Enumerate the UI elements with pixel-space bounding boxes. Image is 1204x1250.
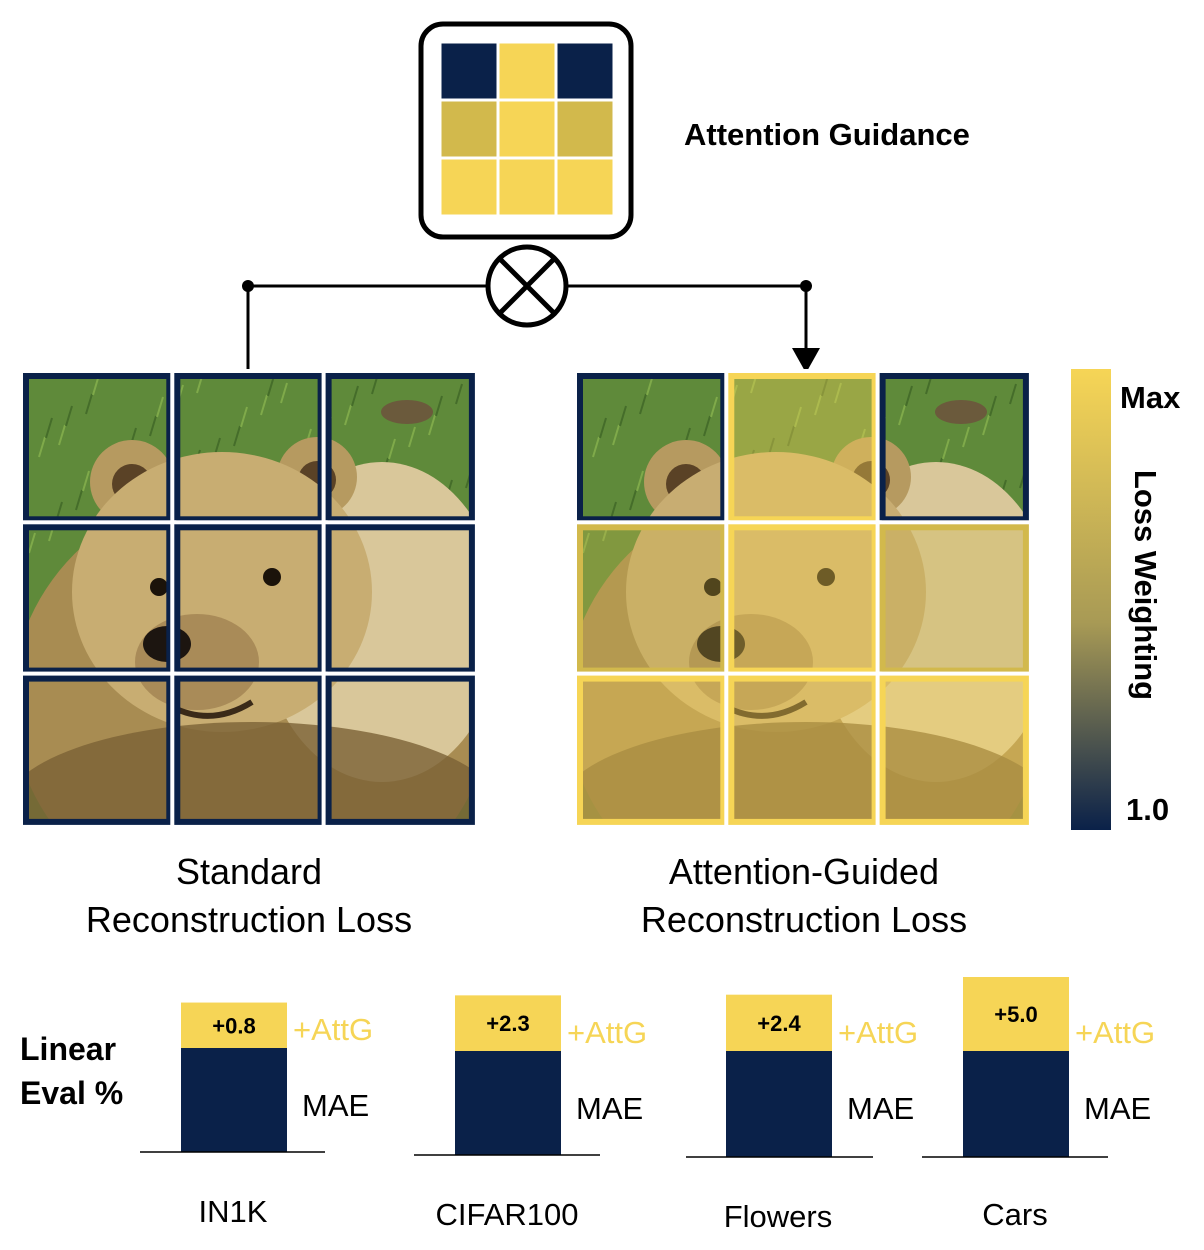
legend-mae: MAE: [847, 1091, 914, 1126]
attention-guidance: Attention Guidance: [418, 21, 970, 240]
multiply-icon: [485, 244, 569, 328]
eval-group-flowers: +2.4 +AttG MAE Flowers: [686, 994, 918, 1234]
junction-dot-left: [242, 280, 254, 292]
bear-image-standard: [22, 372, 476, 826]
attention-cell: [438, 156, 500, 218]
patch-frame: [728, 373, 878, 523]
category-label: IN1K: [199, 1194, 268, 1229]
patch-separator: [875, 671, 1033, 829]
linear-eval-chart: +0.8 +AttG MAE IN1K +2.3 +AttG MAE CIFAR100 +2.4…: [140, 977, 1155, 1234]
junction-dot-right: [800, 280, 812, 292]
legend-attg: +AttG: [1075, 1015, 1155, 1050]
guided-caption-line1: Attention-Guided: [669, 851, 939, 892]
guided-patch-overlays: [576, 372, 1030, 826]
patch-weight-overlay: [576, 523, 728, 675]
patch-frame: [879, 524, 1029, 674]
bar-attg: [963, 977, 1069, 1051]
bar-mae: [455, 1051, 561, 1155]
patch-frame: [23, 524, 173, 674]
attention-cell: [554, 156, 616, 218]
legend-mae: MAE: [302, 1088, 369, 1123]
connectors: [242, 280, 820, 373]
guided-caption-line2: Reconstruction Loss: [641, 899, 967, 940]
eval-group-cifar100: +2.3 +AttG MAE CIFAR100: [414, 995, 647, 1232]
attention-cell: [496, 156, 558, 218]
patch-frame: [174, 524, 324, 674]
standard-caption: Standard Reconstruction Loss: [86, 851, 412, 940]
patch-weight-overlay: [576, 674, 728, 826]
standard-caption-line1: Standard: [176, 851, 322, 892]
patch-frame: [325, 373, 475, 523]
eval-group-cars: +5.0 +AttG MAE Cars: [922, 977, 1155, 1232]
patch-frame: [728, 675, 878, 825]
attention-guidance-label: Attention Guidance: [684, 117, 970, 152]
standard-loss-grid: [19, 369, 479, 829]
bar-mae: [963, 1051, 1069, 1157]
data-label: +2.4: [757, 1011, 801, 1036]
attention-cell: [438, 98, 500, 160]
patch-weight-overlay: [727, 372, 879, 524]
bar-mae: [181, 1048, 287, 1152]
bar-attg: [726, 994, 832, 1051]
legend-mae: MAE: [576, 1091, 643, 1126]
standard-patch-frames: [19, 369, 479, 829]
patch-weight-overlay: [878, 674, 1030, 826]
patch-frame: [174, 675, 324, 825]
guided-caption: Attention-Guided Reconstruction Loss: [641, 851, 967, 940]
legend-attg: +AttG: [838, 1015, 918, 1050]
category-label: Cars: [982, 1197, 1047, 1232]
attention-grid: [438, 40, 616, 218]
bar-attg: [181, 1002, 287, 1048]
patch-separator: [321, 671, 479, 829]
attention-cell: [496, 98, 558, 160]
colorbar-min-label: 1.0: [1126, 792, 1169, 827]
patch-frame: [174, 373, 324, 523]
patch-frame: [23, 675, 173, 825]
patch-weight-overlay: [878, 523, 1030, 675]
colorbar-gradient: [1071, 369, 1111, 830]
patch-frame: [577, 675, 727, 825]
attention-cell: [554, 40, 616, 102]
loss-weighting-colorbar: Max 1.0 Loss Weighting: [1071, 369, 1181, 830]
guided-loss-grid: [573, 369, 1033, 829]
colorbar-title: Loss Weighting: [1128, 470, 1163, 700]
data-label: +0.8: [212, 1013, 255, 1038]
standard-caption-line2: Reconstruction Loss: [86, 899, 412, 940]
patch-weight-overlay: [727, 523, 879, 675]
attention-cell: [554, 98, 616, 160]
bar-attg: [455, 995, 561, 1051]
patch-weight-overlay: [727, 674, 879, 826]
colorbar-max-label: Max: [1120, 380, 1181, 415]
legend-attg: +AttG: [567, 1015, 647, 1050]
patch-frame: [325, 675, 475, 825]
data-label: +5.0: [994, 1002, 1037, 1027]
patch-frame: [577, 524, 727, 674]
patch-frame: [577, 373, 727, 523]
patch-frame: [879, 675, 1029, 825]
patch-frame: [879, 373, 1029, 523]
category-label: CIFAR100: [435, 1197, 578, 1232]
patch-frame: [325, 524, 475, 674]
patch-frame: [23, 373, 173, 523]
linear-eval-label: Linear Eval %: [20, 1031, 123, 1111]
legend-mae: MAE: [1084, 1091, 1151, 1126]
attention-cell: [496, 40, 558, 102]
category-label: Flowers: [724, 1199, 833, 1234]
attention-cell: [438, 40, 500, 102]
guided-patch-frames: [573, 369, 1033, 829]
bear-image-guided: [576, 372, 1030, 826]
data-label: +2.3: [486, 1011, 529, 1036]
eval-group-in1k: +0.8 +AttG MAE IN1K: [140, 1002, 373, 1229]
linear-eval-line2: Eval %: [20, 1075, 123, 1111]
patch-frame: [728, 524, 878, 674]
legend-attg: +AttG: [293, 1012, 373, 1047]
bar-mae: [726, 1051, 832, 1157]
linear-eval-line1: Linear: [20, 1031, 116, 1067]
arrowhead: [792, 348, 820, 373]
